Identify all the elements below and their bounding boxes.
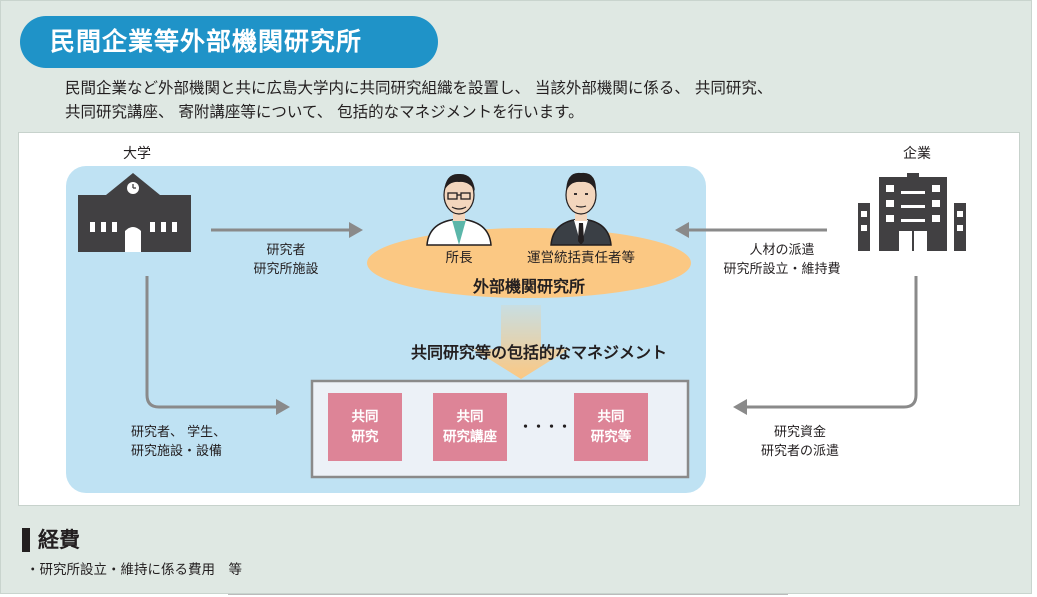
flow-univ-to-projects: 研究者、 学生、 研究施設・設備 — [131, 423, 291, 461]
management-label: 共同研究等の包括的なマネジメント — [410, 343, 667, 362]
director-label: 所長 — [445, 250, 473, 266]
arrowhead-univ-center — [349, 222, 363, 238]
flow-label-line: 研究者 — [266, 243, 306, 258]
flow-label-line: 研究所設立・維持費 — [723, 262, 841, 277]
director-person-icon — [426, 173, 492, 246]
bottom-divider — [228, 594, 788, 595]
company-building-icon — [858, 173, 966, 251]
flow-label-line: 研究所施設 — [253, 262, 319, 277]
manager-person-icon — [550, 172, 612, 246]
management-arrow — [473, 305, 569, 379]
arrowhead-company-center — [675, 222, 689, 238]
project-box-joint-etc: 共同 研究等 — [574, 393, 648, 461]
org-diagram: 大学 企業 研究者 研究所施設 人材の派遣 研究所設立・維持費 研究者、 学生、… — [18, 132, 1020, 506]
university-label: 大学 — [123, 146, 151, 162]
manager-label: 運営統括責任者等 — [527, 250, 635, 266]
flow-label-line: 研究施設・設備 — [131, 444, 223, 459]
arrowhead-company-projects — [733, 399, 747, 415]
heading-marker — [22, 528, 30, 552]
page-title: 民間企業等外部機関研究所 — [20, 16, 438, 68]
projects-ellipsis: ・・・・ — [518, 420, 571, 435]
arrow-company-to-projects — [746, 276, 918, 409]
arrowhead-univ-projects — [276, 399, 290, 415]
project-box-joint-research: 共同 研究 — [328, 393, 402, 461]
arrow-univ-to-projects — [145, 276, 277, 409]
company-label: 企業 — [903, 146, 931, 162]
intro-line-2: 共同研究講座、 寄附講座等について、 包括的なマネジメントを行います。 — [65, 103, 584, 121]
intro-line-1: 民間企業など外部機関と共に広島大学内に共同研究組織を設置し、 当該外部機関に係る… — [65, 79, 773, 97]
project-box-joint-chair: 共同 研究講座 — [433, 393, 507, 461]
expenses-item: ・研究所設立・維持に係る費用 等 — [26, 562, 242, 578]
university-building-icon — [78, 173, 191, 252]
flow-univ-to-center: 研究者 研究所施設 — [231, 241, 341, 279]
flow-label-line: 人材の派遣 — [749, 243, 815, 258]
center-name: 外部機関研究所 — [472, 277, 585, 296]
flow-label-line: 研究者の派遣 — [760, 444, 839, 459]
flow-label-line: 研究者、 学生、 — [131, 425, 227, 440]
intro-text: 民間企業など外部機関と共に広島大学内に共同研究組織を設置し、 当該外部機関に係る… — [65, 76, 995, 124]
flow-company-to-center: 人材の派遣 研究所設立・維持費 — [687, 241, 877, 279]
expenses-heading: 経費 — [38, 528, 80, 552]
flow-company-to-projects: 研究資金 研究者の派遣 — [735, 423, 865, 461]
flow-label-line: 研究資金 — [773, 425, 826, 440]
